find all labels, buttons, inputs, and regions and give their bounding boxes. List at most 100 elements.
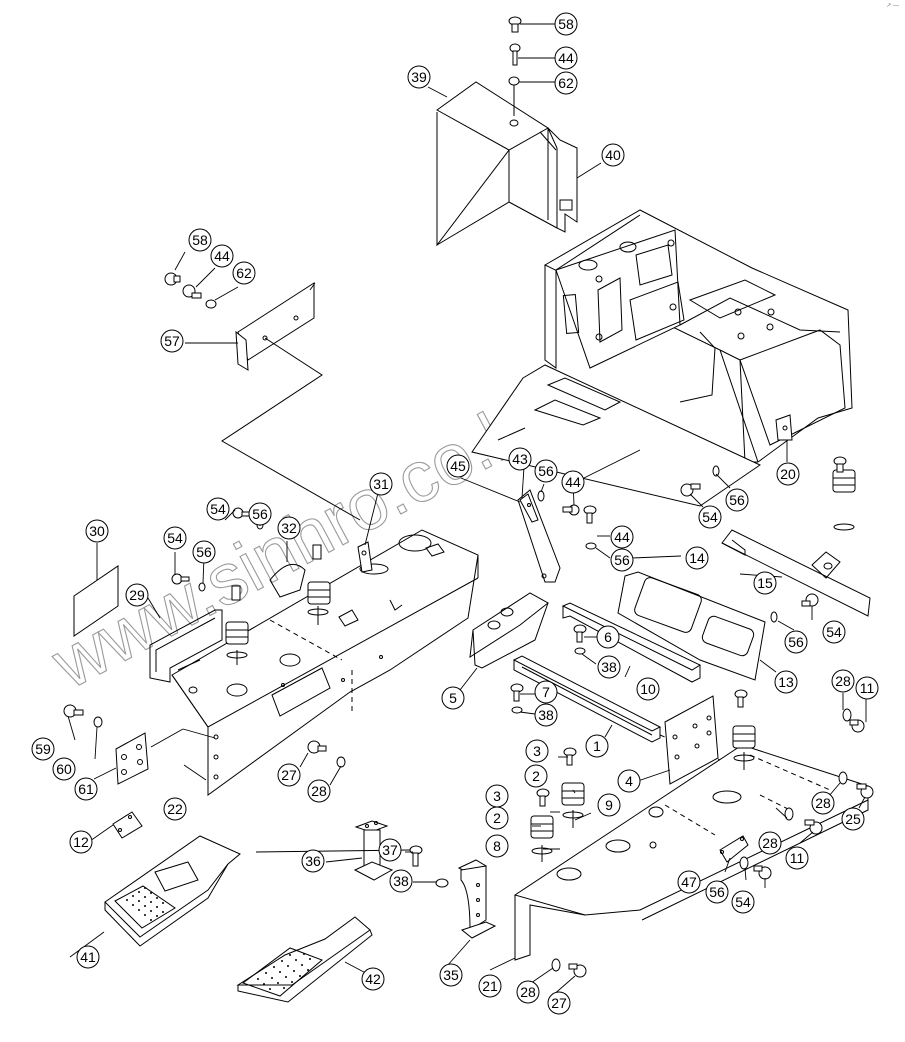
callout-31[interactable]: 31 (369, 472, 393, 496)
callout-28[interactable]: 28 (758, 831, 782, 855)
callout-3[interactable]: 3 (525, 739, 549, 763)
callout-58[interactable]: 58 (188, 228, 212, 252)
callout-1[interactable]: 1 (585, 734, 609, 758)
svg-text:62: 62 (558, 75, 574, 91)
callout-27[interactable]: 27 (547, 991, 571, 1015)
svg-text:56: 56 (788, 634, 804, 650)
callout-10[interactable]: 10 (636, 677, 660, 701)
callout-56[interactable]: 56 (705, 880, 729, 904)
callout-44[interactable]: 44 (561, 470, 585, 494)
callout-36[interactable]: 36 (301, 849, 325, 873)
callout-56[interactable]: 56 (725, 488, 749, 512)
callout-38[interactable]: 38 (389, 869, 413, 893)
bolt-44-lever (562, 504, 580, 516)
callout-3[interactable]: 3 (485, 784, 509, 808)
callout-56[interactable]: 56 (784, 630, 808, 654)
callout-40[interactable]: 40 (601, 143, 625, 167)
panel-13-14 (617, 571, 766, 681)
rubber-mounts-center (530, 456, 856, 862)
callout-47[interactable]: 47 (677, 870, 701, 894)
bolt-58-top (508, 16, 522, 33)
callout-41[interactable]: 41 (76, 945, 100, 969)
callout-44[interactable]: 44 (610, 525, 634, 549)
callout-38[interactable]: 38 (534, 703, 558, 727)
callout-29[interactable]: 29 (125, 583, 149, 607)
svg-text:7: 7 (542, 684, 550, 700)
svg-text:57: 57 (164, 333, 180, 349)
bolts-center (510, 465, 819, 807)
callout-56[interactable]: 56 (248, 502, 272, 526)
svg-text:27: 27 (551, 995, 567, 1011)
svg-text:25: 25 (845, 811, 861, 827)
svg-text:20: 20 (780, 466, 796, 482)
callout-12[interactable]: 12 (69, 830, 93, 854)
callout-58[interactable]: 58 (554, 12, 578, 36)
callout-43[interactable]: 43 (508, 447, 532, 471)
callout-30[interactable]: 30 (85, 519, 109, 543)
callout-54[interactable]: 54 (206, 497, 230, 521)
callout-27[interactable]: 27 (277, 763, 301, 787)
callout-7[interactable]: 7 (534, 680, 558, 704)
svg-text:28: 28 (815, 795, 831, 811)
svg-text:9: 9 (605, 797, 613, 813)
callout-38[interactable]: 38 (597, 655, 621, 679)
callout-25[interactable]: 25 (841, 807, 865, 831)
callout-32[interactable]: 32 (277, 516, 301, 540)
callout-56[interactable]: 56 (192, 540, 216, 564)
callout-28[interactable]: 28 (831, 669, 855, 693)
svg-text:12: 12 (73, 834, 89, 850)
svg-text:54: 54 (735, 894, 751, 910)
callout-57[interactable]: 57 (160, 329, 184, 353)
callout-56[interactable]: 56 (534, 459, 558, 483)
callout-28[interactable]: 28 (307, 779, 331, 803)
callout-60[interactable]: 60 (52, 757, 76, 781)
svg-text:44: 44 (558, 50, 574, 66)
svg-text:28: 28 (311, 783, 327, 799)
svg-text:44: 44 (565, 474, 581, 490)
callout-28[interactable]: 28 (516, 980, 540, 1004)
callout-44[interactable]: 44 (210, 244, 234, 268)
callout-5[interactable]: 5 (441, 686, 465, 710)
svg-text:54: 54 (210, 501, 226, 517)
callout-14[interactable]: 14 (685, 546, 709, 570)
bracket-31 (357, 541, 373, 573)
washer-56-lever (537, 490, 545, 502)
callout-11[interactable]: 11 (785, 846, 809, 870)
callout-15[interactable]: 15 (753, 571, 777, 595)
callouts: 58 44 62 39 40 58 44 62 57 31 45 43 56 4… (31, 12, 879, 1015)
callout-35[interactable]: 35 (439, 963, 463, 987)
callout-13[interactable]: 13 (774, 670, 798, 694)
washer-62-top (508, 76, 520, 86)
callout-39[interactable]: 39 (407, 65, 431, 89)
callout-45[interactable]: 45 (446, 454, 470, 478)
callout-44[interactable]: 44 (554, 46, 578, 70)
callout-54[interactable]: 54 (698, 505, 722, 529)
svg-text:22: 22 (167, 801, 183, 817)
svg-text:56: 56 (729, 492, 745, 508)
callout-6[interactable]: 6 (596, 625, 620, 649)
callout-37[interactable]: 37 (378, 838, 402, 862)
washer-38-lower (435, 878, 449, 888)
callout-2[interactable]: 2 (485, 806, 509, 830)
callout-62[interactable]: 62 (232, 261, 256, 285)
callout-11[interactable]: 11 (855, 676, 879, 700)
callout-54[interactable]: 54 (822, 620, 846, 644)
callout-42[interactable]: 42 (361, 967, 385, 991)
bolt-59 (63, 704, 84, 718)
callout-62[interactable]: 62 (554, 71, 578, 95)
callout-9[interactable]: 9 (597, 793, 621, 817)
callout-4[interactable]: 4 (617, 769, 641, 793)
callout-54[interactable]: 54 (731, 890, 755, 914)
callout-61[interactable]: 61 (74, 777, 98, 801)
callout-22[interactable]: 22 (163, 797, 187, 821)
svg-text:38: 38 (601, 659, 617, 675)
callout-2[interactable]: 2 (524, 764, 548, 788)
callout-54[interactable]: 54 (163, 526, 187, 550)
callout-56[interactable]: 56 (610, 548, 634, 572)
callout-8[interactable]: 8 (485, 834, 509, 858)
callout-59[interactable]: 59 (31, 737, 55, 761)
callout-21[interactable]: 21 (478, 974, 502, 998)
callout-28[interactable]: 28 (811, 791, 835, 815)
svg-text:30: 30 (89, 523, 105, 539)
callout-20[interactable]: 20 (776, 462, 800, 486)
